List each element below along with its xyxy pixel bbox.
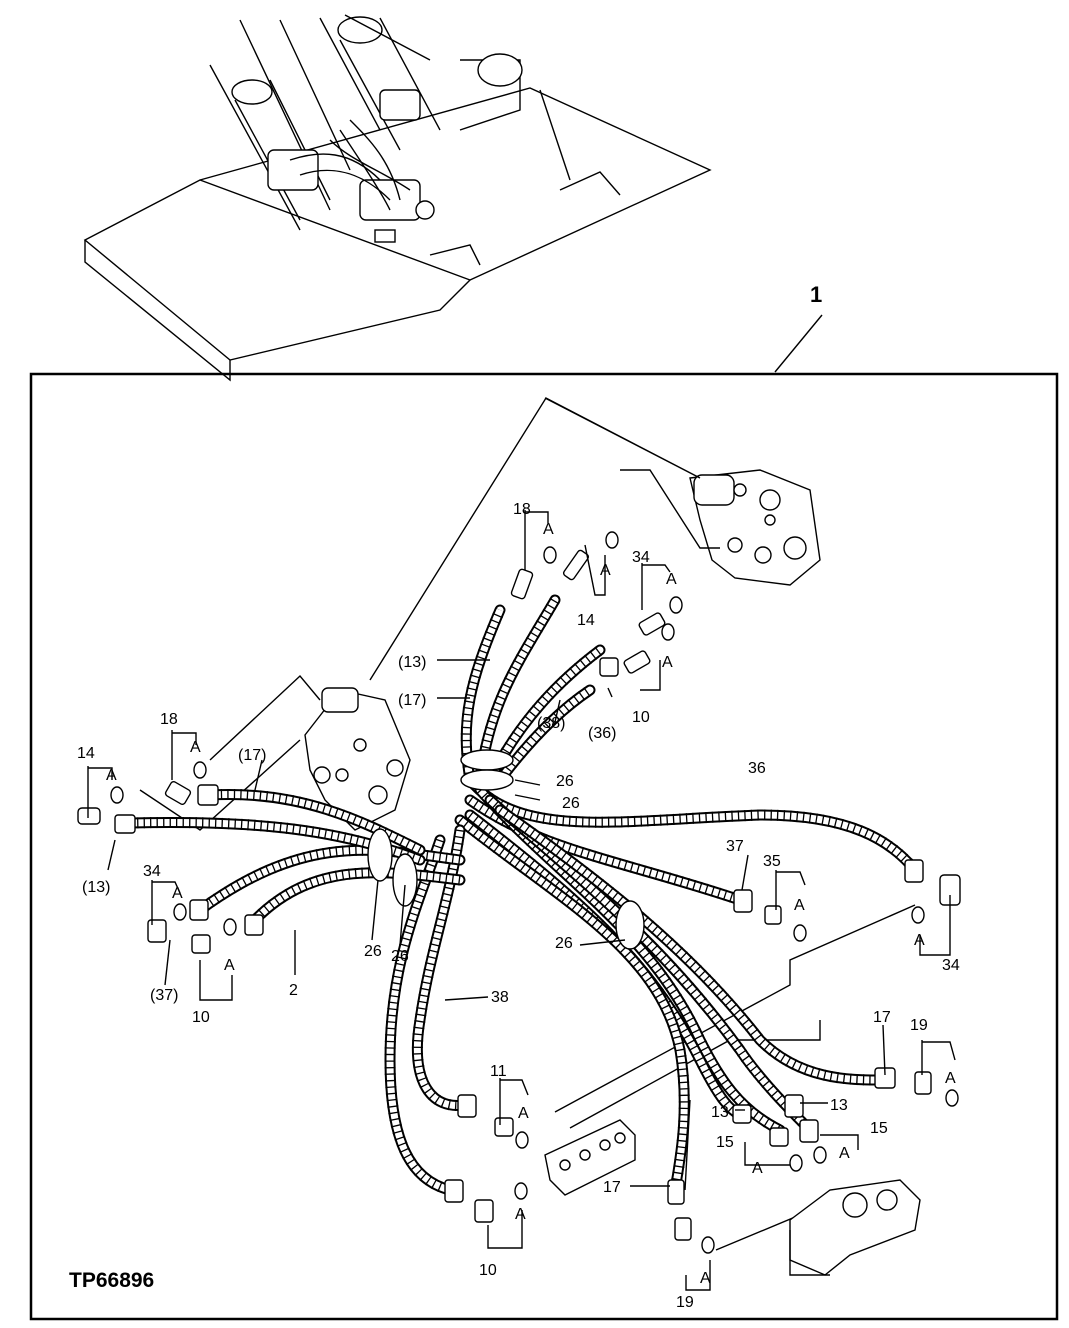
callout-labels: 18 A A 14 34 A A 10 (13) (17) (36) (38) … [77,501,960,1311]
callout-14-left: 14 [77,745,95,762]
callout-17-paren-left: (17) [238,747,266,764]
callout-13-a: 13 [711,1104,729,1121]
callout-26-a: 26 [556,773,574,790]
callout-15-b: 15 [870,1120,888,1137]
callout-a-14-top: A [600,562,611,579]
callout-13-paren-left: (13) [82,879,110,896]
callout-37: 37 [726,838,744,855]
callout-19-right: 19 [910,1017,928,1034]
control-valve-left [304,687,411,831]
callout-a-19-right: A [945,1070,956,1087]
callout-a-18-left: A [190,739,201,756]
callout-26-c: 26 [364,943,382,960]
callout-a-10-top: A [662,654,673,671]
o-rings [110,531,959,1254]
callout-37-paren: (37) [150,987,178,1004]
callout-a-15-b: A [839,1145,850,1162]
route-leader-left-b [139,739,301,831]
callout-10-bottom: 10 [479,1262,497,1279]
callout-14-top: 14 [577,612,595,629]
hose-bundle [124,594,921,1196]
callout-a-10-left: A [224,957,235,974]
callout-17-right: 17 [873,1009,891,1026]
callout-38: 38 [491,989,509,1006]
callout-15-a: 15 [716,1134,734,1151]
detail-frame [29,372,1059,1321]
callout-leaders [87,510,956,1291]
callout-36-paren: (36) [588,725,616,742]
route-leader-mid [554,904,916,1113]
route-leader-mid-b [569,1020,821,1129]
callout-10-left: 10 [192,1009,210,1026]
callout-34-left: 34 [143,863,161,880]
callout-26-b: 26 [562,795,580,812]
callout-a-14-left: A [106,767,117,784]
route-leader-upper [369,397,701,681]
callout-a-18-top: A [543,521,554,538]
callout-a-10-bottom: A [515,1206,526,1223]
callout-26-e: 26 [555,935,573,952]
callout-18-left: 18 [160,711,178,728]
callout-26-d: 26 [391,948,409,965]
main-callout-leader [774,314,823,373]
callout-10-top: 10 [632,709,650,726]
callout-a-34-left: A [172,885,183,902]
callout-17-bottom: 17 [603,1179,621,1196]
callout-2: 2 [289,982,298,999]
callout-a-11: A [518,1105,529,1122]
callout-11: 11 [490,1063,507,1080]
callout-19-bottom: 19 [676,1294,694,1311]
callout-18-top: 18 [513,501,531,518]
overview-inset [83,14,712,382]
callout-a-34-right: A [914,932,925,949]
callout-35: 35 [763,853,781,870]
figure-id: TP66896 [69,1269,154,1292]
callout-34-right: 34 [942,957,960,974]
callout-a-15-a: A [752,1160,763,1177]
control-valve-upper [689,469,821,586]
callout-36: 36 [748,760,766,777]
callout-17-paren-top: (17) [398,692,426,709]
callout-a-34-top: A [666,571,677,588]
route-leader-upper-b [620,469,720,549]
main-callout-label: 1 [810,282,822,307]
callout-a-35: A [794,897,805,914]
callout-a-19-bottom: A [700,1270,711,1287]
callout-13-b: 13 [830,1097,848,1114]
junction-block [544,1119,636,1196]
route-leader-left [209,674,321,761]
swing-valve-bottom [789,1179,921,1276]
callout-34-top: 34 [632,549,650,566]
hose-clamps [367,749,645,950]
callout-13-paren-top: (13) [398,654,426,671]
callout-38-paren: (38) [537,715,565,732]
